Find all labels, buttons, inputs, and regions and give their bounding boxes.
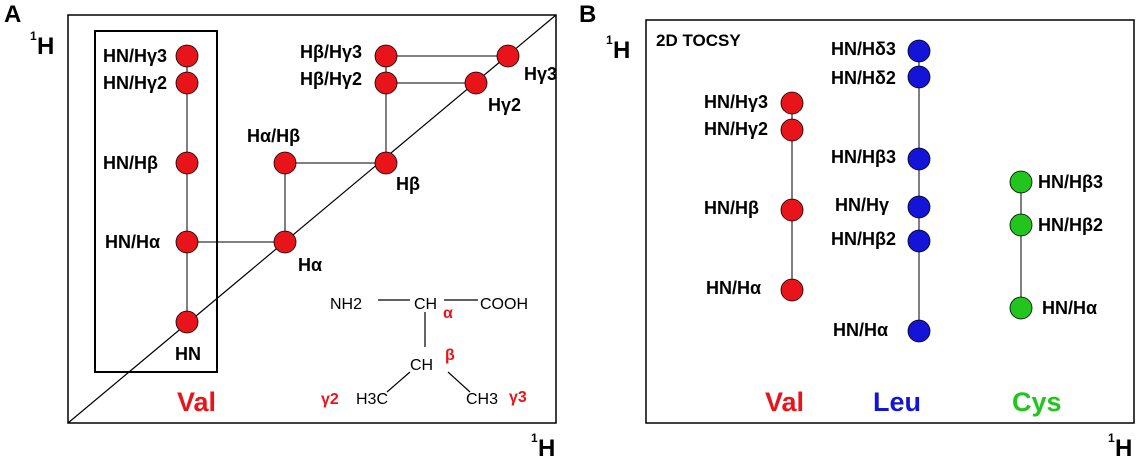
label-hb: Hβ	[396, 174, 420, 194]
panel-a-axis-v-sup: 1	[30, 29, 37, 43]
chem-alpha: α	[443, 305, 453, 322]
b-cys-peak-hb2	[1009, 213, 1033, 237]
label-hg3: Hγ3	[524, 64, 557, 84]
b-val-label-hb: HN/Hβ	[704, 198, 759, 218]
b-leu-peak-hd2	[907, 65, 931, 89]
bond-cb-cg2	[386, 371, 411, 393]
label-hn-hg2: HN/Hγ2	[103, 73, 167, 93]
label-hn-hg3: HN/Hγ3	[103, 46, 167, 66]
peak-hg3-diag	[496, 44, 520, 68]
label-hb-hg2: Hβ/Hγ2	[300, 69, 362, 89]
peak-hb-diag	[374, 151, 398, 175]
peak-hn-hg3	[175, 44, 199, 68]
chem-ch-beta: CH	[410, 357, 433, 374]
peak-hg2-diag	[464, 71, 488, 95]
chem-gamma2: γ2	[321, 391, 339, 408]
chem-h3c: H3C	[356, 391, 388, 408]
peak-hn-ha	[175, 230, 199, 254]
peak-hn-hb	[175, 151, 199, 175]
b-leu-peak-hb3	[907, 147, 931, 171]
valine-structure: NH2 CH COOH α CH β H3C CH3 γ2 γ3	[321, 296, 528, 408]
label-hb-hg3: Hβ/Hγ3	[300, 42, 362, 62]
b-val-peak-ha	[780, 278, 804, 302]
chem-cooh: COOH	[480, 296, 528, 313]
peak-ha-diag	[273, 230, 297, 254]
chem-beta: β	[445, 347, 455, 364]
hn-strip-box	[94, 30, 218, 373]
b-val-peak-hb	[780, 198, 804, 222]
panel-b-letter: B	[579, 1, 596, 28]
b-cys-label-hb2: HN/Hβ2	[1038, 215, 1103, 235]
panel-b-title: 2D TOCSY	[656, 31, 741, 50]
b-leu-label-hg: HN/Hγ	[835, 195, 889, 215]
b-val-label-hg2: HN/Hγ2	[704, 119, 768, 139]
b-leu-peak-hd3	[907, 39, 931, 63]
b-residue-cys: Cys	[1012, 387, 1062, 417]
chem-gamma3: γ3	[509, 389, 527, 406]
panel-b-axis-h-label: H	[1115, 435, 1132, 462]
label-ha-hb: Hα/Hβ	[247, 126, 300, 146]
panel-a-letter: A	[4, 1, 21, 28]
b-residue-val: Val	[765, 387, 804, 417]
b-residue-leu: Leu	[873, 387, 921, 417]
bond-cb-cg3	[447, 371, 471, 393]
b-cys-peak-ha	[1009, 296, 1033, 320]
b-cys-label-hb3: HN/Hβ3	[1038, 172, 1103, 192]
chem-nh2: NH2	[330, 296, 362, 313]
panel-b-axis-v-label: H	[613, 37, 630, 64]
b-leu-label-hd3: HN/Hδ3	[831, 39, 896, 59]
label-ha: Hα	[298, 255, 322, 275]
b-leu-peak-ha	[907, 319, 931, 343]
chem-ch3: CH3	[466, 391, 498, 408]
b-val-peak-hg3	[780, 91, 804, 115]
b-leu-peak-hg	[907, 195, 931, 219]
b-leu-peak-hb2	[907, 229, 931, 253]
label-hn-ha: HN/Hα	[105, 232, 160, 252]
b-leu-label-hd2: HN/Hδ2	[831, 68, 896, 88]
b-cys-peak-hb3	[1009, 170, 1033, 194]
panel-a: A 1 H 1 H HN/Hγ3 HN/Hγ	[4, 1, 557, 462]
panel-b-axis-v-sup: 1	[606, 33, 613, 47]
b-val-label-hg3: HN/Hγ3	[704, 92, 768, 112]
b-leu-label-hb3: HN/Hβ3	[831, 147, 896, 167]
panel-b: B 1 H 1 H 2D TOCSY HN/Hγ3 HN/Hγ2 HN/Hβ H…	[579, 1, 1135, 462]
b-val-label-ha: HN/Hα	[706, 278, 761, 298]
panel-b-axis-h-sup: 1	[1108, 431, 1115, 445]
chem-ch-alpha: CH	[414, 296, 437, 313]
panel-a-axis-h-label: H	[538, 435, 555, 462]
peak-hn-hg2	[175, 71, 199, 95]
b-leu-label-ha: HN/Hα	[833, 320, 888, 340]
b-leu-label-hb2: HN/Hβ2	[831, 229, 896, 249]
panel-a-residue-val: Val	[177, 387, 216, 417]
label-hg2: Hγ2	[488, 95, 521, 115]
b-val-peak-hg2	[780, 118, 804, 142]
panel-a-axis-v-label: H	[37, 33, 54, 60]
panel-a-axis-h-sup: 1	[531, 431, 538, 445]
peak-hb-hg3	[374, 44, 398, 68]
peak-hn-diag	[175, 310, 199, 334]
panel-a-frame	[67, 14, 557, 424]
label-hn-hb: HN/Hβ	[103, 153, 158, 173]
peak-hb-hg2	[374, 71, 398, 95]
panel-b-frame	[645, 19, 1135, 424]
peak-ha-hb	[273, 151, 297, 175]
b-cys-label-ha: HN/Hα	[1042, 298, 1097, 318]
label-hn: HN	[175, 344, 201, 364]
